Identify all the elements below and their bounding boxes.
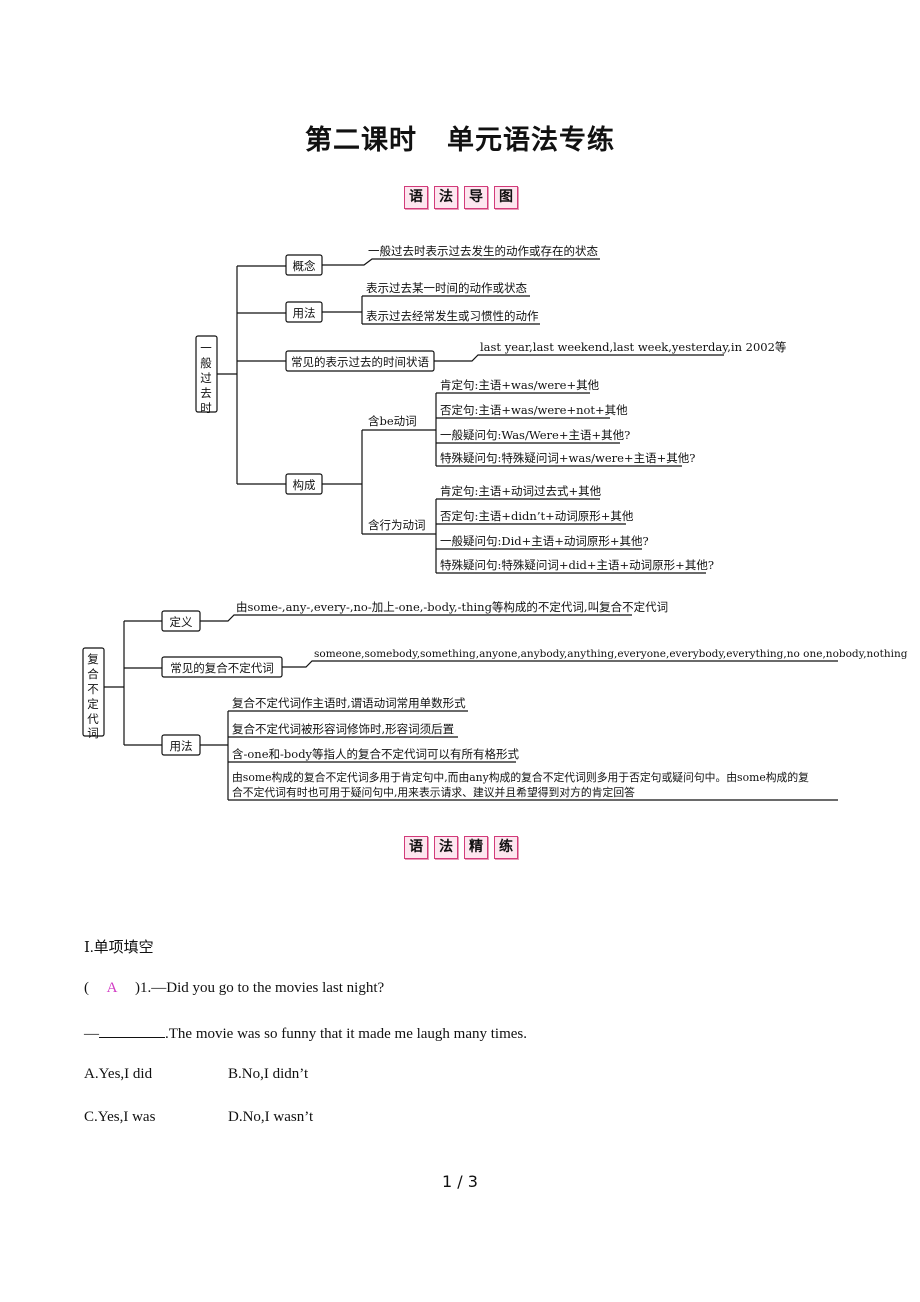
question-line2-text: .The movie was so funny that it made me … bbox=[165, 1026, 528, 1042]
structure-label: 构成 bbox=[293, 478, 316, 492]
definition-label: 定义 bbox=[170, 615, 193, 629]
usage2-label: 用法 bbox=[170, 739, 193, 753]
exercise-section-title: Ⅰ.单项填空 bbox=[84, 940, 154, 956]
be-item: 肯定句:主语+was/were+其他 bbox=[440, 378, 600, 392]
definition-text: 由some-,any-,every-,no-加上-one,-body,-thin… bbox=[236, 600, 668, 614]
common-label: 常见的复合不定代词 bbox=[170, 661, 274, 675]
be-item: 特殊疑问句:特殊疑问词+was/were+主语+其他? bbox=[440, 451, 695, 465]
header-char: 语 bbox=[404, 836, 428, 859]
header-char: 图 bbox=[494, 186, 518, 209]
time-text: last year,last weekend,last week,yesterd… bbox=[480, 340, 786, 354]
map2-root-char: 定 bbox=[87, 697, 99, 711]
question-1-line2: —.The movie was so funny that it made me… bbox=[84, 1023, 527, 1043]
option-b: B.No,I didn’t bbox=[228, 1066, 309, 1082]
mind-map: 一 般 过 去 时 概念 用法 常见的表示过去的时间状语 构成 一般过去时表示过… bbox=[82, 244, 908, 801]
usage-item: 表示过去某一时间的动作或状态 bbox=[366, 281, 527, 295]
usage-item: 表示过去经常发生或习惯性的动作 bbox=[366, 309, 539, 323]
option-d: D.No,I wasn’t bbox=[228, 1109, 314, 1125]
concept-label: 概念 bbox=[293, 259, 316, 273]
verb-item: 否定句:主语+didn’t+动词原形+其他 bbox=[440, 509, 634, 523]
usage2-item: 合不定代词有时也可用于疑问句中,用来表示请求、建议并且希望得到对方的肯定回答 bbox=[232, 785, 635, 799]
verb-item: 一般疑问句:Did+主语+动词原形+其他? bbox=[440, 534, 649, 548]
verb-item: 特殊疑问句:特殊疑问词+did+主语+动词原形+其他? bbox=[440, 558, 714, 572]
usage2-item: 复合不定代词被形容词修饰时,形容词须后置 bbox=[232, 722, 454, 736]
section-header-grammar-practice: 语 法 精 练 bbox=[404, 836, 518, 859]
header-char: 精 bbox=[464, 836, 488, 859]
be-item: 一般疑问句:Was/Were+主语+其他? bbox=[440, 428, 630, 442]
header-char: 法 bbox=[434, 186, 458, 209]
title-right: 单元语法专练 bbox=[447, 125, 615, 156]
action-verb-label: 含行为动词 bbox=[368, 518, 426, 532]
time-label: 常见的表示过去的时间状语 bbox=[291, 355, 429, 369]
map2-root-char: 词 bbox=[87, 726, 99, 740]
header-char: 练 bbox=[494, 836, 518, 859]
answer-blank bbox=[99, 1023, 165, 1038]
usage-label: 用法 bbox=[293, 306, 316, 320]
common-text: someone,somebody,something,anyone,anybod… bbox=[314, 648, 908, 660]
usage2-item: 复合不定代词作主语时,谓语动词常用单数形式 bbox=[232, 696, 466, 710]
header-char: 导 bbox=[464, 186, 488, 209]
usage2-item: 含-one和-body等指人的复合不定代词可以有所有格形式 bbox=[232, 747, 520, 761]
map1-root-char: 时 bbox=[200, 401, 212, 415]
header-char: 法 bbox=[434, 836, 458, 859]
map1-root-char: 一 bbox=[200, 341, 212, 355]
question-text: )1.—Did you go to the movies last night? bbox=[135, 980, 385, 996]
map1-root-char: 过 bbox=[200, 371, 212, 385]
header-char: 语 bbox=[404, 186, 428, 209]
be-verb-label: 含be动词 bbox=[368, 414, 417, 428]
map1-root-char: 去 bbox=[200, 386, 212, 400]
map2-root-char: 代 bbox=[87, 712, 99, 726]
title-left: 第二课时 bbox=[305, 125, 417, 156]
map2-root-char: 不 bbox=[87, 682, 99, 696]
option-a: A.Yes,I did bbox=[84, 1066, 153, 1082]
section-header-grammar-map: 语 法 导 图 bbox=[404, 186, 518, 209]
verb-item: 肯定句:主语+动词过去式+其他 bbox=[440, 484, 602, 498]
answer-text: A bbox=[106, 980, 118, 996]
page-title: 第二课时单元语法专练 bbox=[0, 118, 920, 157]
option-c: C.Yes,I was bbox=[84, 1109, 156, 1125]
map1-root-char: 般 bbox=[200, 356, 212, 370]
be-item: 否定句:主语+was/were+not+其他 bbox=[440, 403, 628, 417]
map2-root-char: 合 bbox=[87, 667, 99, 681]
concept-text: 一般过去时表示过去发生的动作或存在的状态 bbox=[368, 244, 598, 258]
page-number: 1 / 3 bbox=[442, 1172, 478, 1191]
usage2-item: 由some构成的复合不定代词多用于肯定句中,而由any构成的复合不定代词则多用于… bbox=[232, 770, 809, 784]
question-1: (A)1.—Did you go to the movies last nigh… bbox=[84, 980, 385, 996]
map2-root-char: 复 bbox=[87, 652, 99, 666]
